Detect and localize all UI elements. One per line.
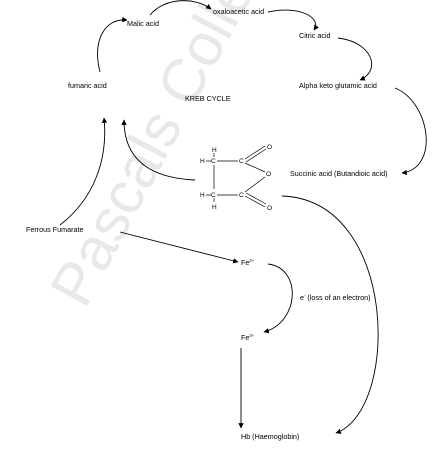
bond-o-c-ring-lower [244, 176, 266, 193]
atom-o-lower: O [267, 205, 272, 212]
label-succinic-acid: Succinic acid (Butandioic acid) [290, 169, 387, 178]
arrow-succinic-to-fumaric [121, 119, 196, 181]
arrow-structure-to-hb [281, 195, 379, 434]
label-fe2-sup: 2+ [249, 258, 254, 263]
label-electron-text: (loss of an electron) [305, 293, 370, 302]
label-alpha-keto-glutamic-acid: Alpha keto glutamic acid [299, 81, 377, 90]
atom-h-bottom: H [212, 204, 217, 211]
arrow-citric-to-alpha [337, 37, 373, 81]
arrow-fumaric-to-malic [97, 16, 128, 73]
atom-o-upper: O [267, 144, 272, 151]
label-fe3-sup: 3+ [249, 333, 254, 338]
atom-o-ring: O [266, 171, 271, 178]
bond-co-upper-b [245, 148, 267, 163]
label-fe2-base: Fe [241, 258, 249, 267]
label-malic-acid: Malic acid [127, 19, 159, 28]
succinic-anhydride-structure: H H C C O O H C C H O [200, 144, 272, 212]
atom-c-lower-left: C [211, 192, 216, 199]
arrow-fe2-to-fe3 [263, 263, 293, 334]
label-electron-sup: - [304, 293, 306, 298]
label-fe2: Fe2+ [241, 258, 255, 267]
atom-c-upper-right: C [239, 158, 244, 165]
atom-h-left-bottom: H [200, 192, 205, 199]
label-citric-acid: Citric acid [299, 31, 331, 40]
atom-c-upper-left: C [211, 158, 216, 165]
bond-co-upper-a [244, 145, 266, 160]
label-electron-base: e [300, 293, 304, 302]
bond-c-o-ring-upper [244, 162, 266, 173]
label-ferrous-fumarate: Ferrous Fumarate [26, 225, 84, 234]
bond-co-lower-b [245, 192, 267, 205]
arrow-ferrous-to-fe2 [119, 231, 239, 264]
atom-h-top: H [212, 147, 217, 154]
label-electron-loss: e- (loss of an electron) [300, 293, 371, 302]
label-oxaloacetic-acid: oxaloacetic acid [213, 7, 264, 16]
label-fumaric-acid: fumaric acid [68, 81, 107, 90]
label-fe3: Fe3+ [241, 333, 255, 342]
arrow-malic-to-oxaloacetic [149, 0, 212, 16]
arrow-alpha-to-succinic [394, 87, 427, 176]
atom-c-lower-right: C [239, 192, 244, 199]
arrow-ferrous-to-fumaric [59, 117, 108, 226]
label-fe3-base: Fe [241, 333, 249, 342]
label-haemoglobin: Hb (Haemoglobin) [241, 432, 299, 441]
arrow-oxaloacetic-to-citric [267, 9, 319, 31]
bond-co-lower-a [244, 195, 266, 208]
label-kreb-cycle: KREB CYCLE [185, 94, 231, 103]
atom-h-left-top: H [200, 158, 205, 165]
watermark-text: Pascals College [37, 0, 298, 316]
